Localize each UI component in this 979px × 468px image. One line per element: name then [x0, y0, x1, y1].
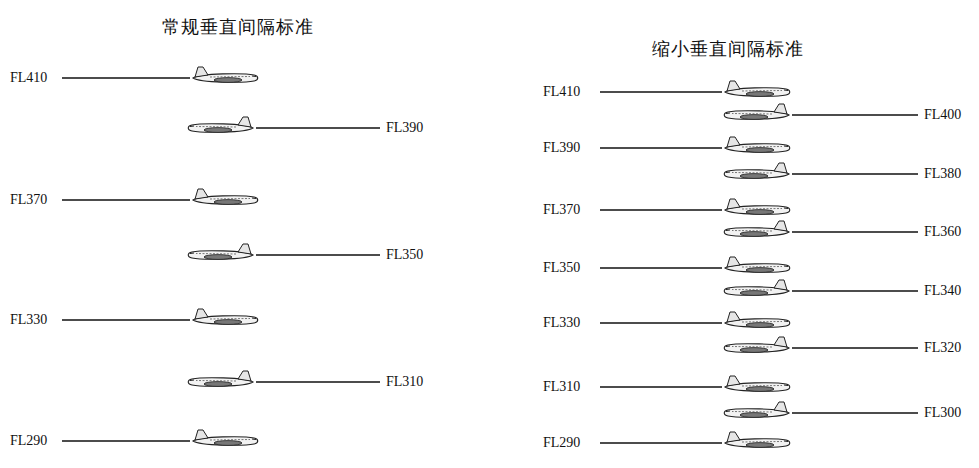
airplane-icon	[725, 199, 790, 214]
panel-title: 常规垂直间隔标准	[162, 16, 314, 38]
level-line	[792, 173, 918, 174]
level-line	[62, 77, 190, 78]
airplane-icon	[724, 337, 789, 352]
flight-level-label: FL380	[924, 165, 961, 183]
level-line	[62, 319, 190, 320]
flight-level-label: FL320	[924, 339, 961, 357]
airplane-icon	[725, 376, 790, 391]
airplane-icon	[724, 402, 789, 417]
airplane-icon	[193, 430, 258, 445]
level-line	[256, 381, 380, 382]
flight-level-label: FL410	[10, 69, 47, 87]
airplane-icon	[193, 309, 258, 324]
flight-level-label: FL410	[543, 83, 580, 101]
flight-level-label: FL290	[543, 434, 580, 452]
airplane-icon	[725, 432, 790, 447]
level-line	[62, 440, 190, 441]
flight-level-label: FL340	[924, 282, 961, 300]
airplane-icon	[725, 312, 790, 327]
level-line	[792, 231, 918, 232]
flight-level-label: FL390	[543, 139, 580, 157]
flight-level-label: FL370	[543, 201, 580, 219]
airplane-icon	[724, 280, 789, 295]
airplane-icon	[724, 163, 789, 178]
airplane-icon	[724, 221, 789, 236]
flight-level-label: FL390	[386, 119, 423, 137]
level-line	[792, 412, 918, 413]
flight-level-label: FL400	[924, 106, 961, 124]
level-line	[600, 267, 722, 268]
level-line	[62, 199, 190, 200]
flight-level-label: FL350	[543, 259, 580, 277]
level-line	[600, 442, 722, 443]
level-line	[600, 386, 722, 387]
panel-title: 缩小垂直间隔标准	[652, 38, 804, 60]
flight-level-label: FL370	[10, 191, 47, 209]
flight-level-label: FL330	[543, 314, 580, 332]
flight-level-label: FL360	[924, 223, 961, 241]
level-line	[256, 254, 380, 255]
airplane-icon	[193, 189, 258, 204]
airplane-icon	[724, 104, 789, 119]
flight-level-label: FL310	[386, 373, 423, 391]
level-line	[792, 290, 918, 291]
level-line	[256, 127, 380, 128]
airplane-icon	[725, 137, 790, 152]
level-line	[792, 114, 918, 115]
airplane-icon	[725, 257, 790, 272]
flight-level-label: FL350	[386, 246, 423, 264]
flight-level-label: FL290	[10, 432, 47, 450]
airplane-icon	[188, 244, 253, 259]
level-line	[600, 147, 722, 148]
level-line	[600, 91, 722, 92]
level-line	[600, 322, 722, 323]
flight-level-label: FL330	[10, 311, 47, 329]
airplane-icon	[193, 67, 258, 82]
airplane-icon	[725, 81, 790, 96]
level-line	[600, 209, 722, 210]
flight-level-label: FL300	[924, 404, 961, 422]
flight-level-label: FL310	[543, 378, 580, 396]
level-line	[792, 347, 918, 348]
airplane-icon	[188, 117, 253, 132]
airplane-icon	[188, 371, 253, 386]
